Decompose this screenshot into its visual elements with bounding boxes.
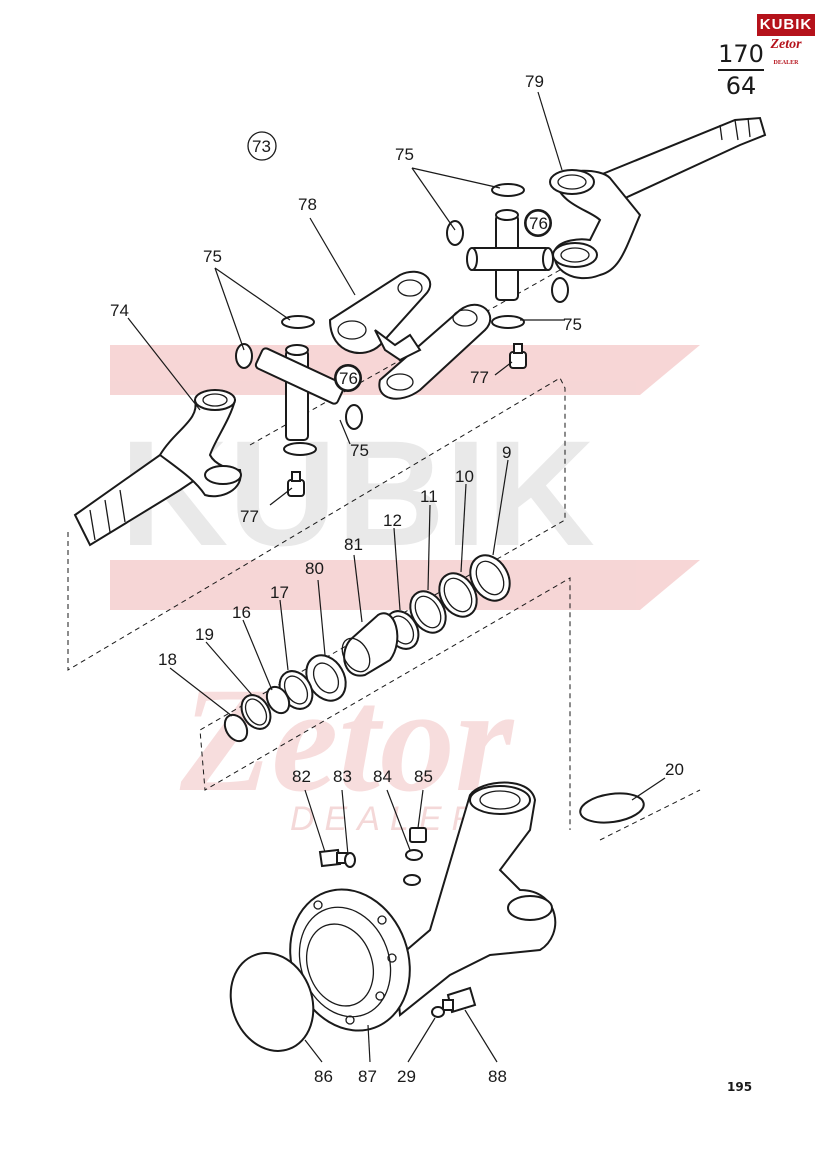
label-76: 76 — [339, 369, 358, 388]
cross-spider-76-left — [235, 315, 363, 456]
logo-brand: KUBIK — [757, 14, 815, 36]
grease-nipple-77-left — [287, 471, 305, 497]
bolt-88 — [431, 986, 477, 1018]
label-73: 73 — [252, 137, 271, 156]
plug-85 — [403, 827, 427, 886]
label-84: 84 — [373, 767, 392, 786]
logo-sub: Zetor DEALER — [757, 37, 815, 69]
label-81: 81 — [344, 535, 363, 554]
shim-20 — [579, 792, 645, 824]
assembly-guide-lines — [67, 269, 701, 841]
label-75: 75 — [563, 315, 582, 334]
label-75: 75 — [350, 441, 369, 460]
label-16: 16 — [232, 603, 251, 622]
watermark: KUBIK Zetor DEALER — [110, 345, 700, 838]
label-83: 83 — [333, 767, 352, 786]
label-17: 17 — [270, 583, 289, 602]
label-12: 12 — [383, 511, 402, 530]
housing-87 — [289, 781, 557, 1032]
sheet-numerator: 170 — [718, 40, 764, 68]
label-77: 77 — [470, 368, 489, 387]
logo-tag: DEALER — [773, 60, 799, 66]
label-88: 88 — [488, 1067, 507, 1086]
screw-82 — [318, 848, 356, 868]
ring-set — [223, 554, 511, 743]
fraction-bar — [718, 69, 764, 71]
label-19: 19 — [195, 625, 214, 644]
label-9: 9 — [502, 443, 511, 462]
label-76: 76 — [529, 214, 548, 233]
sheet-denominator: 64 — [725, 72, 757, 100]
watermark-script: Zetor — [179, 657, 515, 823]
label-10: 10 — [455, 467, 474, 486]
logo-sub-text: Zetor — [770, 37, 802, 52]
label-87: 87 — [358, 1067, 377, 1086]
grease-nipple-77-right — [509, 343, 527, 369]
label-79: 79 — [525, 72, 544, 91]
dealer-logo: KUBIK Zetor DEALER — [757, 14, 817, 66]
centre-link-78 — [328, 270, 492, 400]
shaft-yoke-74 — [73, 389, 242, 547]
o-ring-86 — [229, 952, 315, 1052]
label-78: 78 — [298, 195, 317, 214]
label-80: 80 — [305, 559, 324, 578]
label-74: 74 — [110, 301, 129, 320]
shaft-yoke-79 — [549, 116, 767, 280]
label-76-circle — [335, 365, 361, 391]
label-75: 75 — [395, 145, 414, 164]
label-86: 86 — [314, 1067, 333, 1086]
leader-lines — [127, 91, 666, 1063]
label-18: 18 — [158, 650, 177, 669]
label-82: 82 — [292, 767, 311, 786]
cross-spider-76-right — [446, 183, 569, 329]
assembly-circle — [247, 131, 277, 161]
label-77: 77 — [240, 507, 259, 526]
label-85: 85 — [414, 767, 433, 786]
label-76-circle — [525, 210, 551, 236]
label-20: 20 — [665, 760, 684, 779]
label-11: 11 — [420, 487, 438, 506]
sheet-reference: 170 64 — [718, 40, 764, 100]
page-number: 195 — [727, 1080, 753, 1094]
watermark-tag: DEALER — [290, 800, 486, 838]
label-29: 29 — [397, 1067, 416, 1086]
label-75: 75 — [203, 247, 222, 266]
